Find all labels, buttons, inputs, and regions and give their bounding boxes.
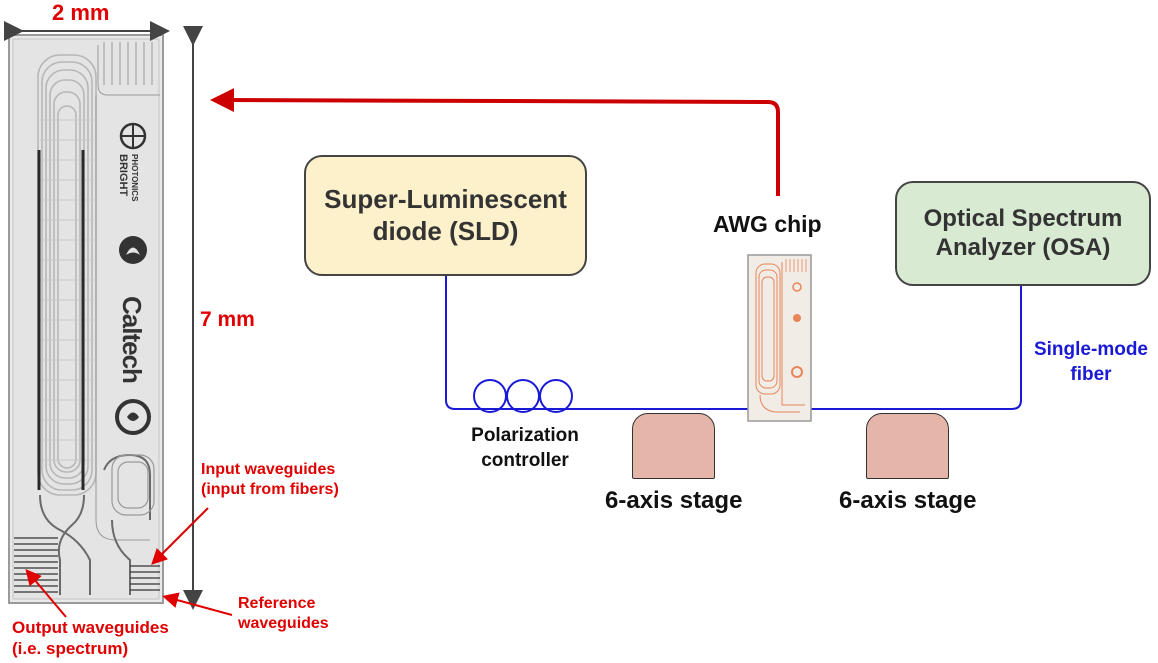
polarization-controller-loops [473,379,573,413]
height-label: 7 mm [200,308,255,331]
stage-right-label: 6-axis stage [839,487,977,514]
input-waveguides-label: Input waveguides (input from fibers) [201,461,339,498]
eagle-logo-icon [119,236,147,264]
osa-box: Optical Spectrum Analyzer (OSA) [895,181,1151,286]
zoom-arrow [210,88,780,196]
polarization-controller-label: Polarization controller [471,425,579,471]
awg-chip-small [747,254,812,422]
width-label: 2 mm [52,0,110,25]
chip-large [8,34,164,604]
stage-right [866,413,949,479]
sld-box: Super-Luminescent diode (SLD) [304,155,587,276]
waveguide-rungs [40,119,94,461]
bright-photonics-logo [119,122,147,150]
caltech-logo-text: Caltech [117,296,147,383]
bright-logo-text: BRIGHT [117,154,129,197]
reference-waveguides-arrow [162,592,233,616]
fiber-label: Single-mode fiber [1033,339,1148,385]
reference-waveguides-label: Reference waveguides [238,595,329,632]
stage-left-label: 6-axis stage [605,487,743,514]
output-waveguides-arrow [25,568,67,618]
awg-chip-label: AWG chip [713,211,822,237]
photonics-logo-text: PHOTONICS [130,154,139,202]
caltech-seal-icon [115,399,151,435]
fiber-path [445,275,1022,410]
output-waveguides-label: Output waveguides (i.e. spectrum) [12,618,169,659]
input-waveguides-arrow [151,507,209,565]
stage-left [632,413,715,479]
